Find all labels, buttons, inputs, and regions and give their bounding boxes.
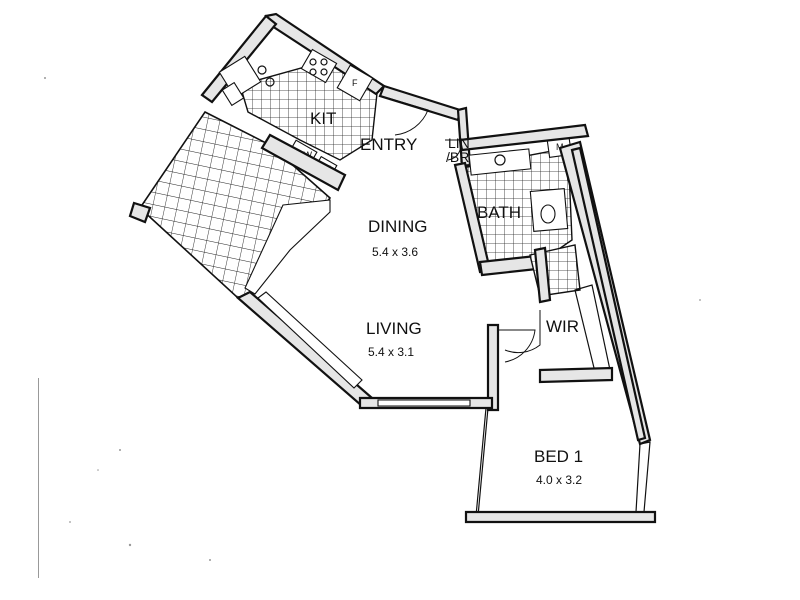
wir-partition [533,246,552,304]
wir-bottom-wall [538,366,614,384]
fridge-label: F [352,78,358,88]
kit-label: KIT [310,109,336,128]
bedroom-door-swing [498,329,536,363]
balcony-railing-post [128,201,152,224]
entry-wall [378,84,462,122]
living-label: LIVING [366,319,422,338]
entry-door-swing [387,97,429,136]
linen-label-line1: LIN [448,135,470,151]
balcony-screen [244,199,331,295]
living-bottom-window [377,399,471,407]
kitchen-island-wall [260,133,347,192]
cooktop-burners [309,58,328,76]
wir-label: WIR [546,317,579,336]
living-window [257,291,363,389]
pantry [221,81,245,107]
scan-specks [38,77,701,578]
living-dimensions: 5.4 x 3.1 [368,345,414,359]
kitchen-left-wall [200,14,278,104]
dining-dimensions: 5.4 x 3.6 [372,245,418,259]
bathroom-top-wall [458,123,590,152]
vanity [468,148,532,176]
bedroom-right-window [635,441,651,513]
bed1-dimensions: 4.0 x 3.2 [536,473,582,487]
bedroom-bottom-wall [464,510,657,524]
entry-label: ENTRY [360,135,417,154]
dining-label: DINING [368,217,428,236]
basin [494,154,506,166]
sink-bowl-2 [265,77,275,87]
sink-bowl [257,65,267,75]
exterior-wall-right-inner [570,146,647,442]
linen-label-line2: /BR [446,149,469,165]
bed1-label: BED 1 [534,447,583,466]
fridge [336,64,374,102]
living-window-wall [236,290,374,408]
wir-door-swing [504,310,541,354]
bedroom-left-wall [475,407,489,517]
toilet [540,204,556,224]
bath-label: BATH [477,203,521,222]
bedroom-partition-wall [486,323,500,412]
